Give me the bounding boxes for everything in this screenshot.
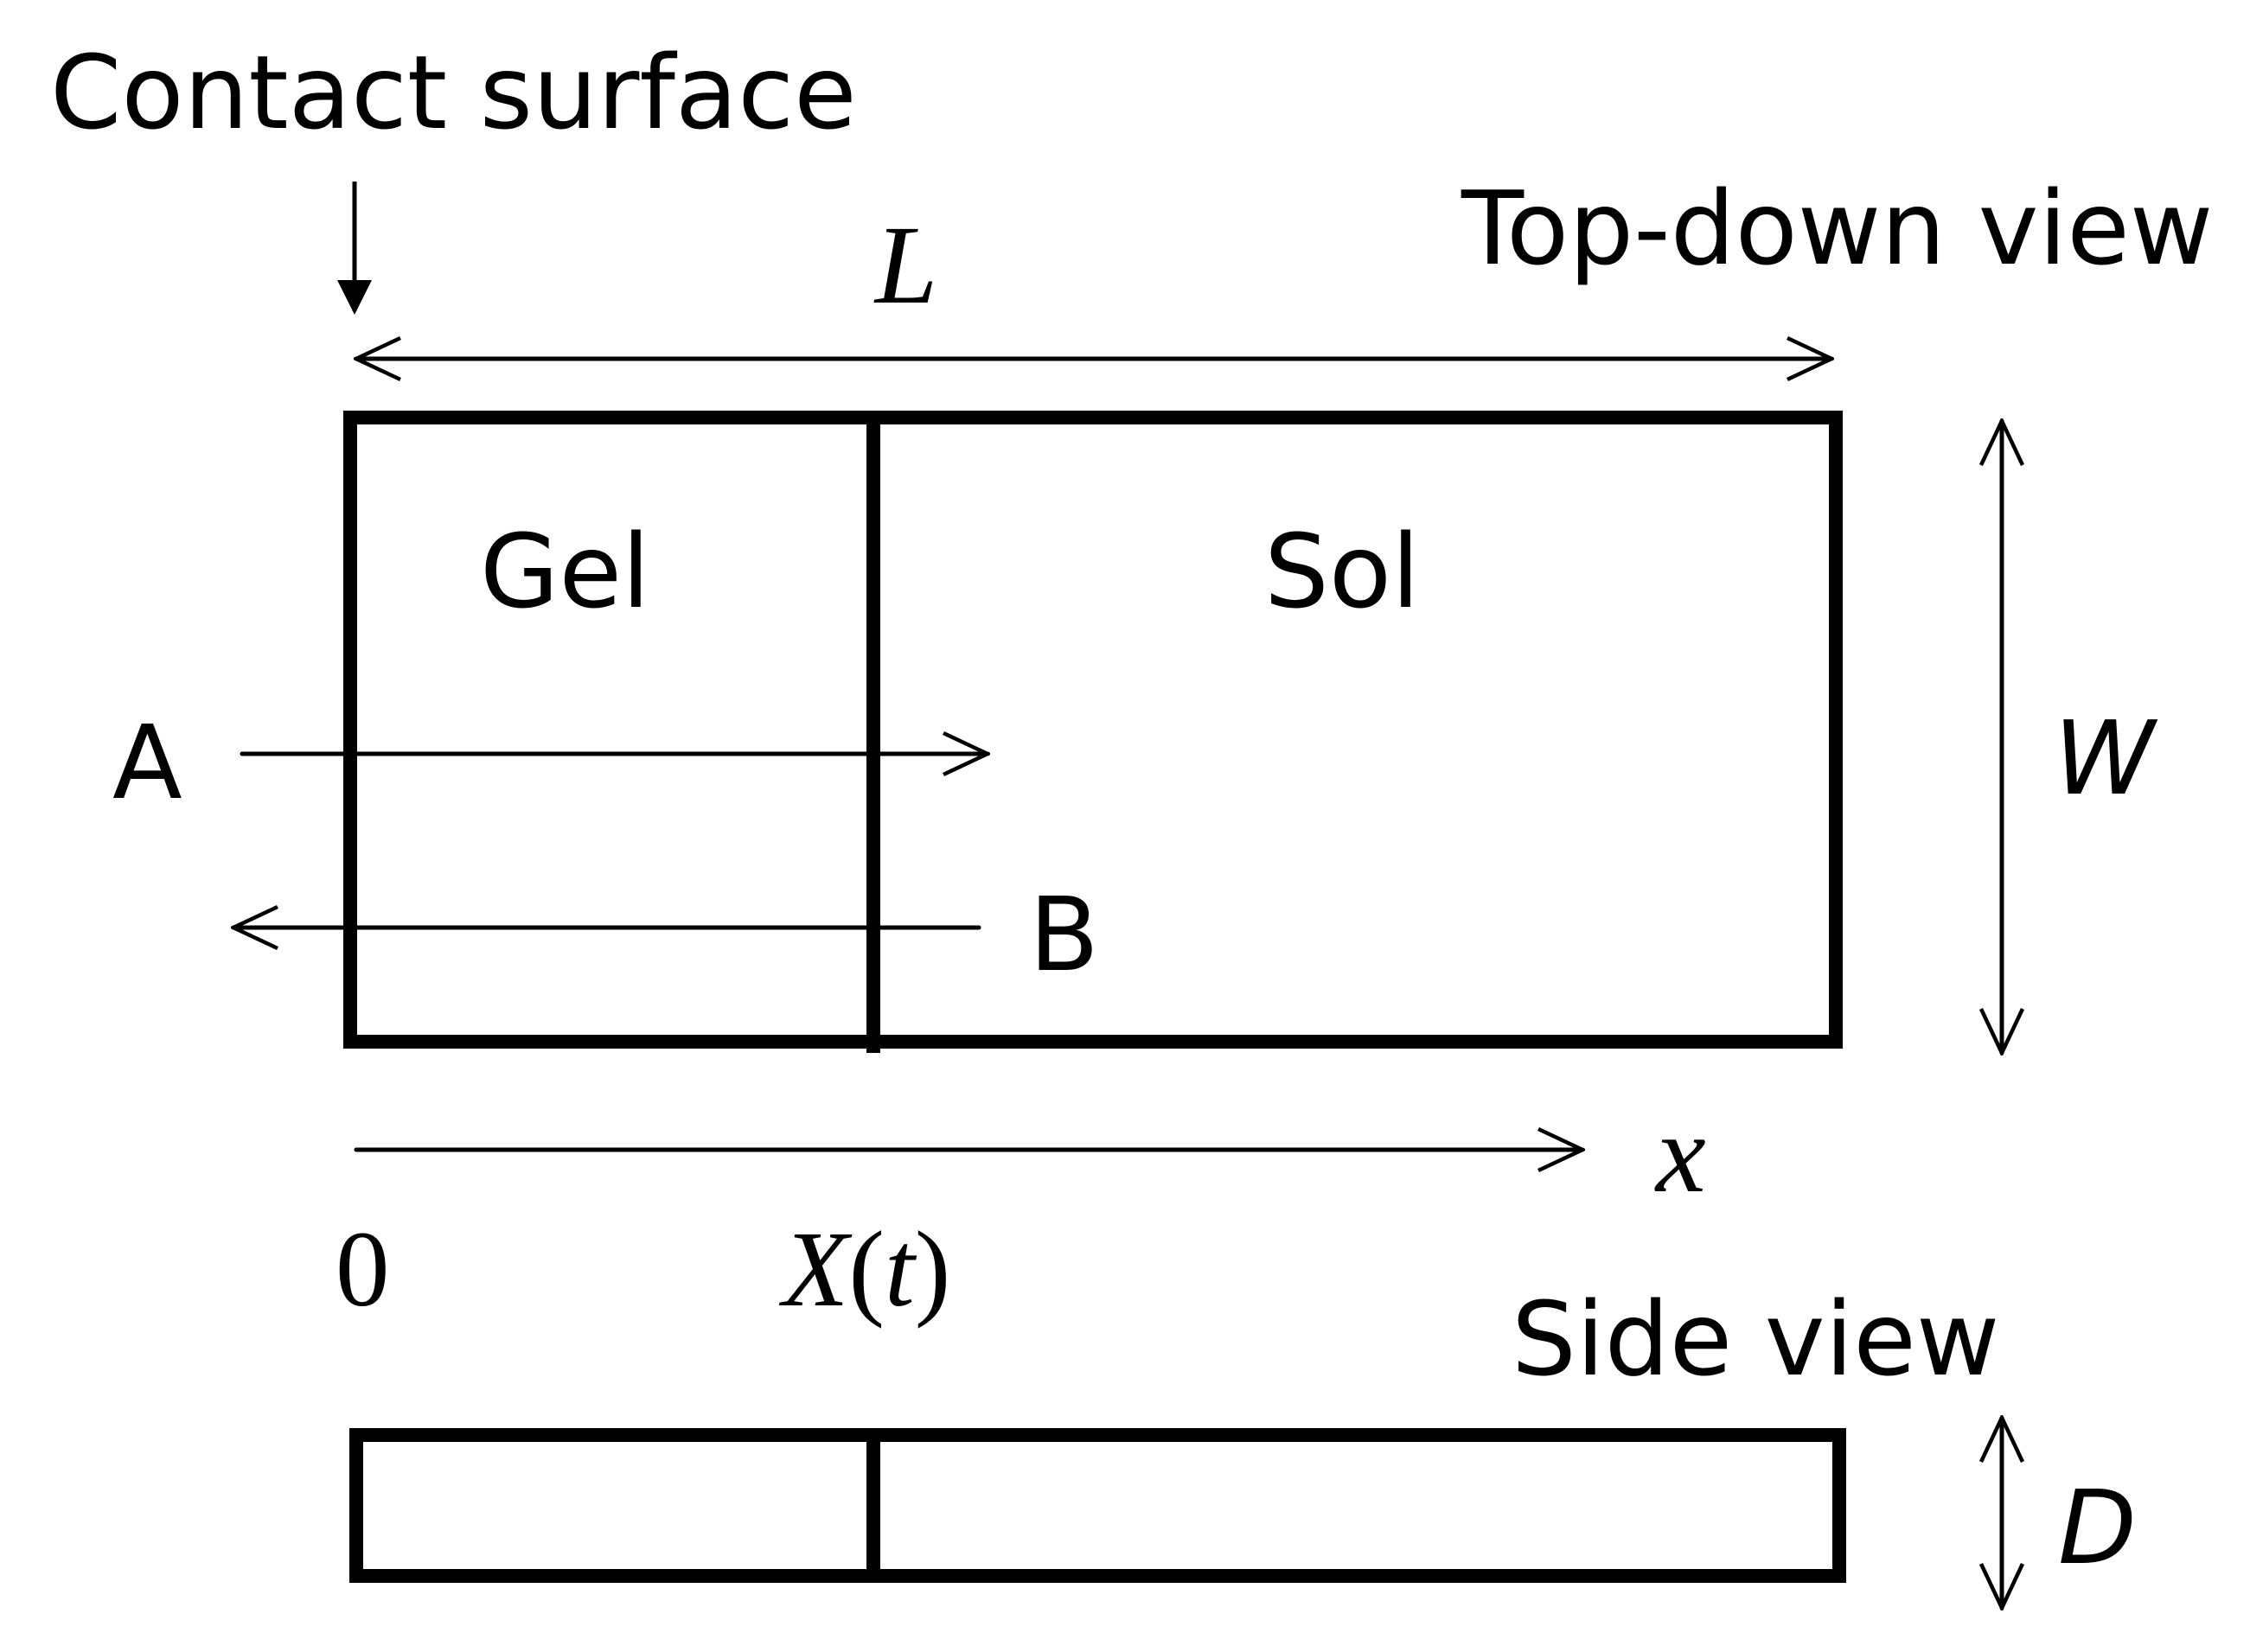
front-position-arg: t [885,1210,917,1330]
sol-label: Sol [1264,512,1420,631]
front-position-label: X(t) [778,1210,950,1330]
top-down-rectangle [343,411,1843,1049]
depth-label: D [2058,1468,2137,1587]
front-position-close: ) [915,1210,951,1330]
b-label: B [1029,875,1099,994]
front-position-open: ( [848,1210,885,1330]
top-down-view-label: Top-down view [1461,169,2213,288]
front-position-var: X [778,1210,853,1330]
length-label: L [873,203,937,328]
side-view-rectangle [349,1428,1846,1583]
gel-label: Gel [480,512,650,631]
width-label: W [2054,698,2158,818]
x-axis-label: x [1654,1092,1706,1216]
side-view-label: Side view [1512,1279,1999,1399]
origin-label: 0 [336,1210,390,1330]
a-label: A [112,703,182,822]
contact-surface-label: Contact surface [50,33,857,152]
